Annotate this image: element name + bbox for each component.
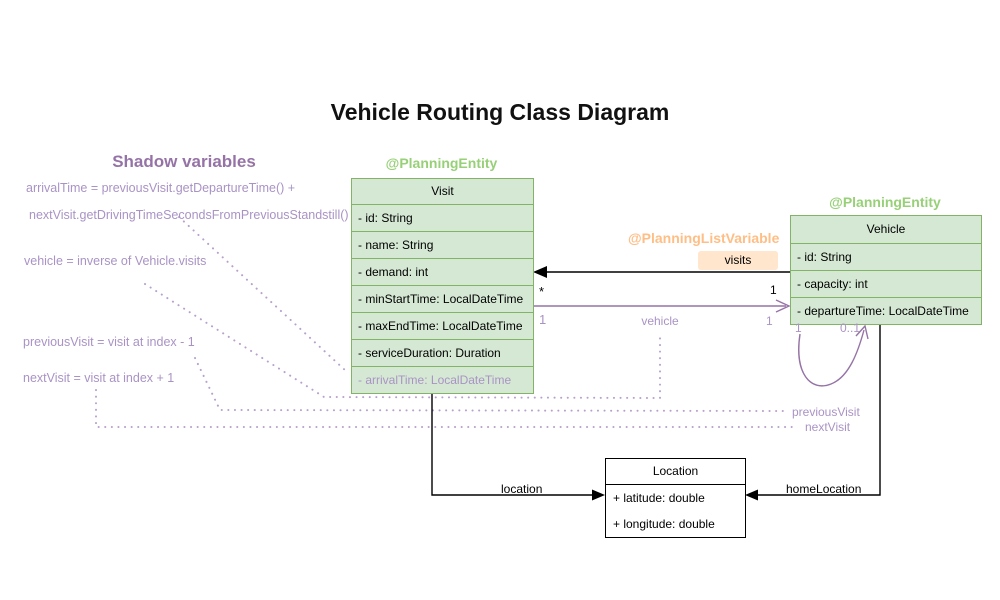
vehicle-multiplicity-right: 1: [766, 314, 773, 328]
visit-attribute-row: - minStartTime: LocalDateTime: [352, 286, 533, 313]
visit-class-header: Visit: [352, 179, 533, 205]
planning-entity-annotation-vehicle: @PlanningEntity: [829, 194, 941, 210]
visits-multiplicity-star: *: [539, 284, 545, 299]
visit-attribute-row: - serviceDuration: Duration: [352, 340, 533, 367]
vehicle-attribute-row: - departureTime: LocalDateTime: [797, 304, 969, 318]
visit-attribute-row: - maxEndTime: LocalDateTime: [352, 313, 533, 340]
location-class: Location + latitude: double + longitude:…: [605, 458, 746, 538]
shadow-variable-line: nextVisit.getDrivingTimeSecondsFromPrevi…: [29, 208, 349, 222]
visit-class: Visit - id: String - name: String - dema…: [351, 178, 534, 394]
visits-multiplicity-one: 1: [770, 283, 777, 297]
previous-visit-label: previousVisit: [792, 405, 860, 419]
location-association-label: location: [501, 482, 543, 496]
vehicle-association-label: vehicle: [641, 314, 679, 328]
visit-attribute-row: - id: String: [352, 205, 533, 232]
location-attribute-row: + latitude: double: [613, 491, 705, 505]
visits-label-chip: visits: [698, 251, 778, 270]
vehicle-association-arrow: [533, 299, 791, 313]
shadow-variable-line: previousVisit = visit at index - 1: [23, 335, 195, 349]
shadow-variables-heading: Shadow variables: [112, 152, 256, 171]
shadow-variable-line: nextVisit = visit at index + 1: [23, 371, 175, 385]
vehicle-multiplicity-left: 1: [539, 312, 547, 327]
vehicle-class: Vehicle - id: String - capacity: int - d…: [790, 215, 982, 325]
next-visit-label: nextVisit: [805, 420, 851, 434]
vehicle-attribute-row: - capacity: int: [791, 271, 981, 298]
visit-attribute-row-arrival-time: - arrivalTime: LocalDateTime: [358, 373, 512, 387]
dotted-connector-arrival-time: [178, 216, 347, 372]
planning-entity-annotation-visit: @PlanningEntity: [385, 155, 498, 171]
diagram-title: Vehicle Routing Class Diagram: [330, 99, 670, 125]
location-attribute-row: + longitude: double: [613, 517, 715, 531]
vehicle-class-header: Vehicle: [791, 216, 981, 244]
planning-list-variable-annotation: @PlanningListVariable: [628, 230, 780, 246]
chain-multiplicity-start: 1: [795, 321, 802, 335]
location-class-header: Location: [606, 459, 745, 485]
visit-attribute-row: - name: String: [352, 232, 533, 259]
vehicle-attribute-row: - id: String: [791, 244, 981, 271]
home-location-association-label: homeLocation: [786, 482, 862, 496]
shadow-variable-line: vehicle = inverse of Vehicle.visits: [24, 254, 207, 268]
visit-attribute-row: - demand: int: [352, 259, 533, 286]
shadow-variable-line: arrivalTime = previousVisit.getDeparture…: [26, 181, 296, 195]
chain-multiplicity-end: 0..1: [840, 321, 861, 335]
dotted-connector-next-visit: [95, 389, 799, 428]
